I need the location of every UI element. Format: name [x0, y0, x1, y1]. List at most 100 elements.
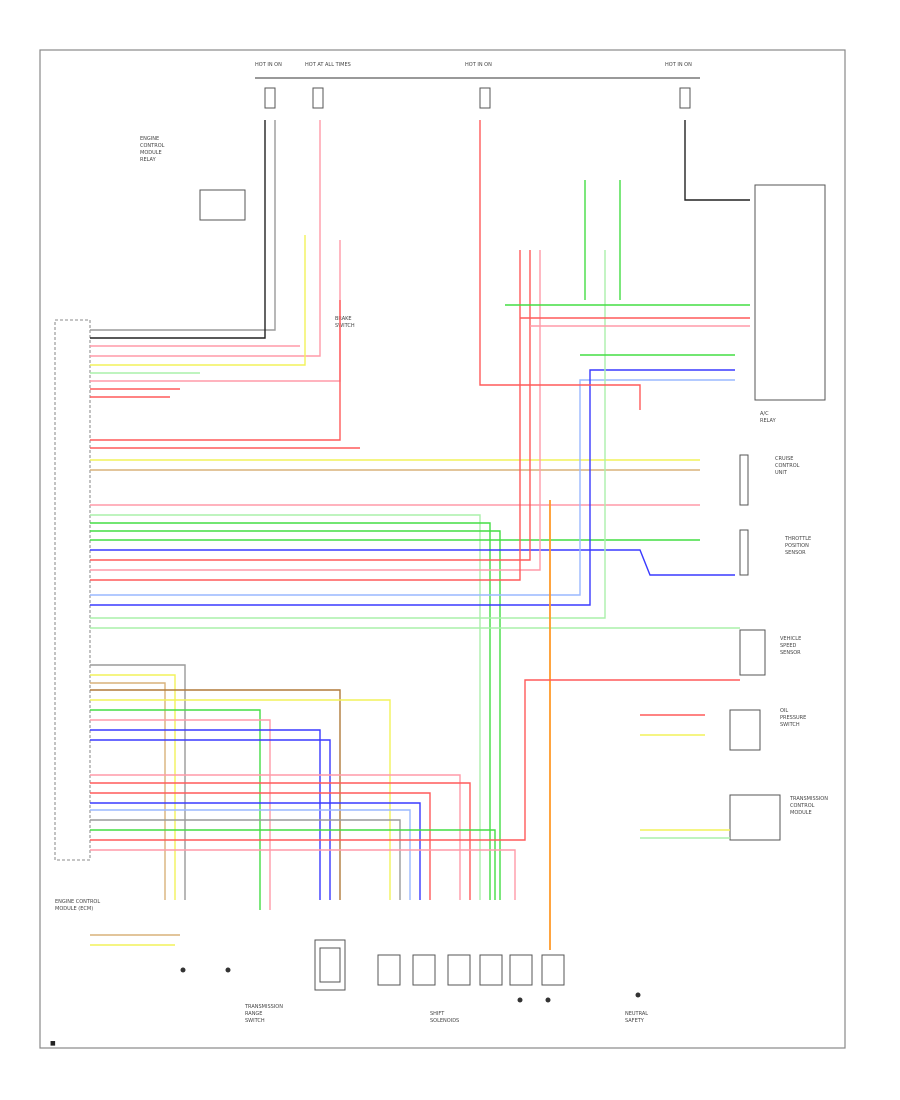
wire-1	[90, 120, 276, 331]
vss-label-2: SPEED	[780, 643, 797, 649]
tcm-box	[729, 794, 781, 841]
wire-45	[90, 849, 516, 900]
ecm-connector-block	[54, 319, 91, 861]
ground-point-3	[517, 997, 523, 1003]
wire-33	[90, 709, 261, 910]
wire-50	[479, 120, 641, 410]
transmission-range-inner	[319, 947, 341, 983]
brake-switch-label-1: BRAKE	[335, 316, 352, 322]
neutral-label-2: SAFETY	[625, 1018, 645, 1024]
wire-25	[90, 250, 606, 619]
fuse-4	[679, 87, 691, 109]
relay-label-2: CONTROL	[140, 143, 165, 149]
wire-31	[90, 689, 341, 900]
wire-22	[90, 250, 521, 581]
wire-41	[90, 809, 411, 900]
vss-label-3: SENSOR	[780, 650, 801, 656]
cruise-label-3: UNIT	[775, 470, 788, 476]
fuse-1	[264, 87, 276, 109]
wire-23	[90, 379, 735, 596]
solenoid-6	[541, 954, 565, 986]
vss-connector	[739, 629, 766, 676]
wire-36	[90, 739, 331, 900]
throttle-label-2: POSITION	[785, 543, 809, 549]
throttle-label-3: SENSOR	[785, 550, 806, 556]
footer-code: ■	[50, 1040, 56, 1047]
solenoid-label-2: SOLENOIDS	[430, 1018, 459, 1024]
oil-label-1: OIL	[780, 708, 788, 714]
ground-point-5	[635, 992, 641, 998]
wire-28	[90, 664, 186, 900]
wire-17	[90, 530, 501, 900]
fuse-label-group: HOT IN ON HOT AT ALL TIMES HOT IN ON HOT…	[255, 62, 692, 68]
solenoid-1	[377, 954, 401, 986]
fuse-label-1: HOT IN ON	[255, 62, 282, 68]
wire-5	[90, 235, 306, 366]
wire-40	[90, 802, 421, 900]
wire-53	[684, 120, 750, 201]
fuse-label-2: HOT AT ALL TIMES	[305, 62, 351, 68]
trs-label-2: RANGE	[245, 1011, 262, 1017]
ground-point-2	[225, 967, 231, 973]
wire-38	[90, 782, 471, 900]
fuse-3	[479, 87, 491, 109]
ac-relay-label-1: A/C	[760, 411, 769, 417]
wire-30	[90, 682, 166, 900]
wire-10	[90, 300, 341, 441]
diagram-frame	[39, 49, 846, 1049]
oil-pressure-connector	[729, 709, 761, 751]
wire-42	[90, 819, 401, 900]
wire-21	[90, 250, 541, 571]
wire-16	[90, 522, 491, 900]
ground-point-4	[545, 997, 551, 1003]
wire-39	[90, 792, 431, 900]
neutral-label-1: NEUTRAL	[625, 1011, 648, 1017]
tcm-label-1: TRANSMISSION	[789, 796, 828, 802]
fuse-2	[312, 87, 324, 109]
wire-4	[90, 120, 321, 357]
ac-relay-box	[754, 184, 826, 401]
wire-29	[90, 674, 176, 900]
cruise-label-2: CONTROL	[775, 463, 800, 469]
cruise-connector	[739, 454, 749, 506]
ac-relay-label-2: RELAY	[760, 418, 777, 424]
trs-label-1: TRANSMISSION	[244, 1004, 283, 1010]
wire-15	[90, 514, 481, 900]
brake-switch-label-2: SWITCH	[335, 323, 355, 329]
wire-44	[90, 679, 740, 841]
throttle-connector	[739, 529, 749, 576]
ecm-label-1: ENGINE CONTROL	[55, 899, 100, 905]
solenoid-4	[479, 954, 503, 986]
solenoid-label-1: SHIFT	[430, 1011, 445, 1017]
wire-7	[90, 240, 341, 382]
ecm-relay-box	[199, 189, 246, 221]
wire-19	[90, 549, 735, 576]
solenoid-5	[509, 954, 533, 986]
tcm-label-2: CONTROL	[790, 803, 815, 809]
cruise-label-1: CRUISE	[775, 456, 793, 462]
throttle-label-1: THROTTLE	[784, 536, 811, 542]
solenoid-3	[447, 954, 471, 986]
relay-label-1: ENGINE	[140, 136, 159, 142]
wire-2	[90, 120, 266, 339]
relay-label-4: RELAY	[140, 157, 157, 163]
wire-20	[90, 250, 531, 561]
ground-point-1	[180, 967, 186, 973]
wire-34	[90, 719, 271, 910]
wire-32	[90, 699, 391, 900]
solenoid-2	[412, 954, 436, 986]
oil-label-2: PRESSURE	[780, 715, 806, 721]
ecm-label-2: MODULE (ECM)	[55, 906, 93, 912]
wire-35	[90, 729, 321, 900]
tcm-label-3: MODULE	[790, 810, 812, 816]
wire-group	[90, 120, 750, 950]
wire-24	[90, 369, 735, 606]
relay-label-3: MODULE	[140, 150, 162, 156]
vss-label-1: VEHICLE	[780, 636, 801, 642]
oil-label-3: SWITCH	[780, 722, 800, 728]
trs-label-3: SWITCH	[245, 1018, 265, 1024]
fuse-label-3: HOT IN ON	[465, 62, 492, 68]
fuse-label-4: HOT IN ON	[665, 62, 692, 68]
